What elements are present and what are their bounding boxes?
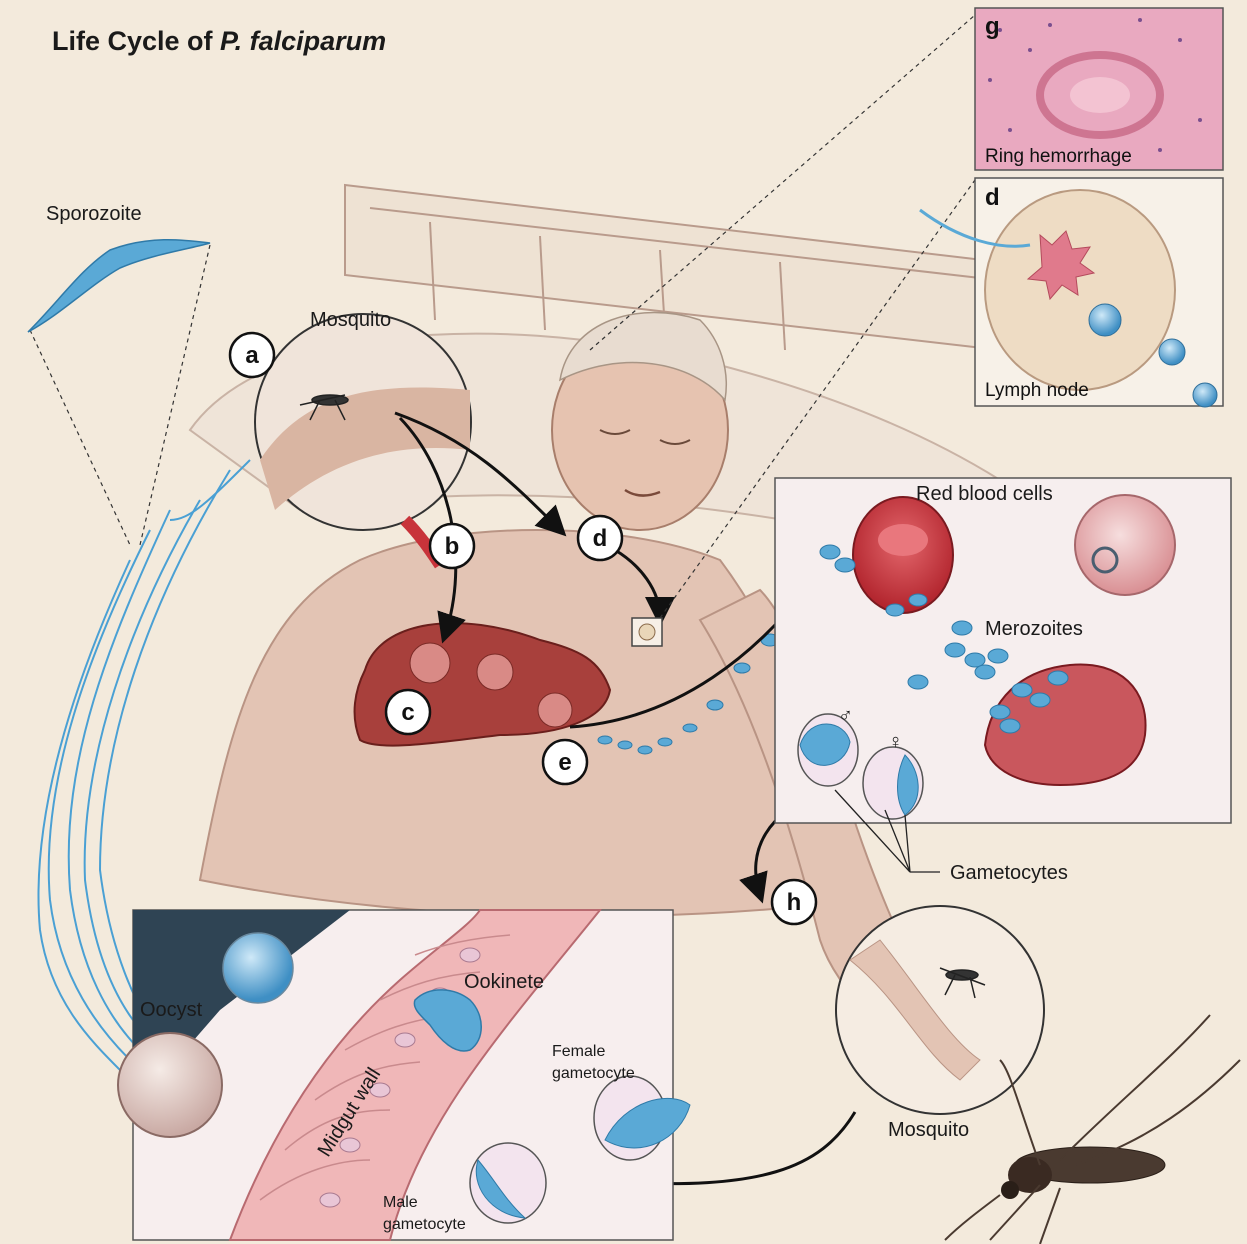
- svg-text:a: a: [245, 342, 259, 369]
- label-gametocytes: Gametocytes: [950, 862, 1068, 884]
- step-d: d: [578, 516, 622, 560]
- male-symbol-icon: ♂: [838, 705, 853, 727]
- svg-text:Lymph node: Lymph node: [985, 380, 1089, 401]
- step-e: e: [543, 740, 587, 784]
- figure-title: Life Cycle of P. falciparum: [52, 26, 386, 56]
- svg-text:d: d: [985, 184, 1000, 211]
- svg-text:e: e: [558, 749, 571, 776]
- label-oocyst: Oocyst: [140, 999, 203, 1021]
- panel-midgut: Oocyst Ookinete Midgut wall Female gamet…: [118, 910, 690, 1240]
- female-symbol-icon: ♀: [888, 731, 903, 753]
- label-mosquito-top: Mosquito: [310, 309, 391, 331]
- svg-text:b: b: [445, 533, 460, 560]
- svg-text:d: d: [593, 525, 608, 552]
- infected-cell-icon: [1075, 495, 1175, 595]
- mosquito-feeding-inset: [836, 906, 1044, 1114]
- step-h: h: [772, 880, 816, 924]
- svg-text:g: g: [985, 13, 1000, 40]
- panel-red-blood-cells: Red blood cells Merozoites ♂ ♀: [775, 478, 1231, 823]
- step-c: c: [386, 690, 430, 734]
- step-b: b: [430, 524, 474, 568]
- label-male-gametocyte-line1: Male: [383, 1194, 418, 1211]
- svg-text:c: c: [401, 699, 414, 726]
- label-male-gametocyte-line2: gametocyte: [383, 1216, 466, 1233]
- lymphocyte-icon: [1089, 304, 1121, 336]
- label-female-gametocyte-line2: gametocyte: [552, 1065, 635, 1082]
- step-a: a: [230, 333, 274, 377]
- svg-text:h: h: [787, 889, 802, 916]
- inset-ring-hemorrhage: g Ring hemorrhage: [975, 8, 1223, 170]
- svg-text:Ring hemorrhage: Ring hemorrhage: [985, 146, 1132, 167]
- oocyst-small-icon: [223, 933, 293, 1003]
- label-ookinete: Ookinete: [464, 971, 544, 993]
- patient-head: [552, 313, 728, 531]
- lymph-node-marker-icon: [639, 624, 655, 640]
- label-female-gametocyte-line1: Female: [552, 1043, 605, 1060]
- mosquito-bite-inset: [255, 314, 471, 530]
- label-sporozoite: Sporozoite: [46, 203, 142, 225]
- label-red-blood-cells: Red blood cells: [916, 483, 1053, 505]
- oocyst-large-icon: [118, 1033, 222, 1137]
- label-merozoites: Merozoites: [985, 618, 1083, 640]
- label-mosquito-bottom: Mosquito: [888, 1119, 969, 1141]
